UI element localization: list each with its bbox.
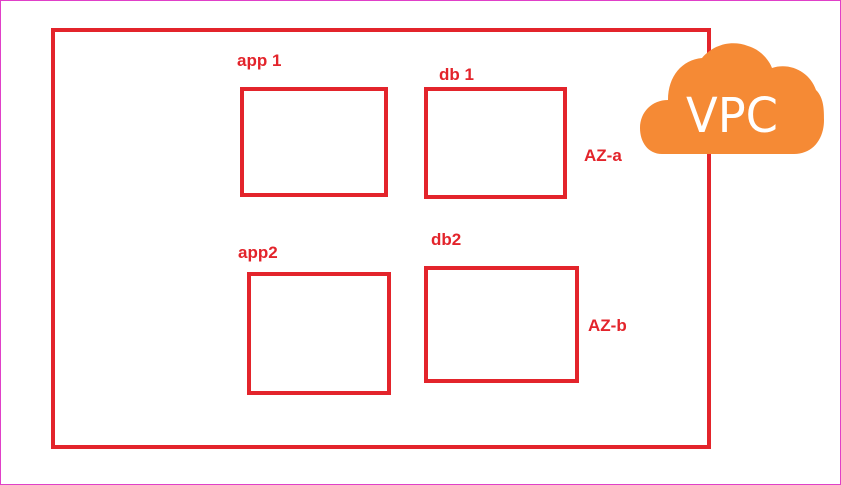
zone-a-label: AZ-a <box>584 146 622 165</box>
vpc-logo: VPC <box>640 43 824 154</box>
db2-label: db2 <box>431 230 462 249</box>
vpc-logo-text: VPC <box>686 88 778 144</box>
app2-label: app2 <box>238 243 278 262</box>
zone-b-label: AZ-b <box>588 316 627 335</box>
vpc-boundary <box>51 28 711 449</box>
cloud-icon <box>640 43 824 154</box>
app1-box <box>240 87 388 197</box>
db1-box <box>424 87 567 199</box>
app2-box <box>247 272 391 395</box>
db2-box <box>424 266 579 383</box>
app1-label: app 1 <box>237 51 282 70</box>
db1-label: db 1 <box>439 65 474 84</box>
